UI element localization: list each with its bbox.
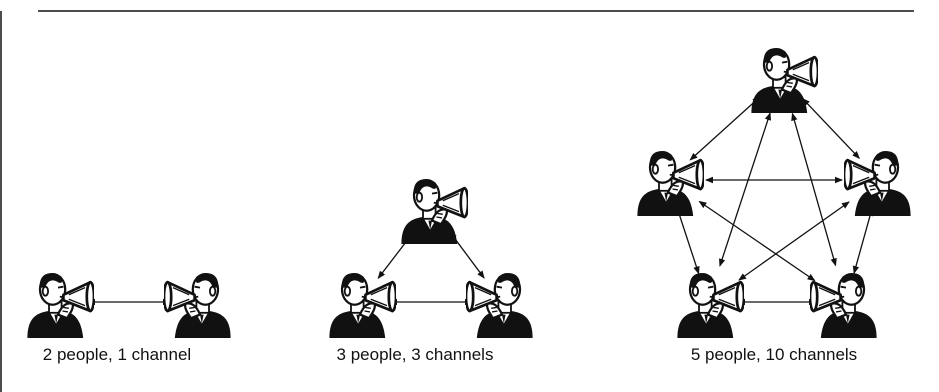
person-with-megaphone-icon [466, 271, 534, 338]
person-with-megaphone-icon [676, 271, 744, 338]
person-with-megaphone-icon [636, 149, 704, 216]
channel-arrow-2-2 [719, 112, 771, 267]
person-with-megaphone-icon [164, 271, 232, 338]
channel-arrow-2-0 [689, 96, 761, 161]
channel-arrow-2-6 [698, 200, 816, 282]
people-figures [26, 46, 912, 338]
channel-arrow-2-7 [738, 201, 850, 281]
person-with-megaphone-icon [750, 46, 818, 113]
person-with-megaphone-icon [400, 177, 468, 244]
channel-arrow-2-3 [791, 112, 837, 267]
caption-two-people: 2 people, 1 channel [42, 345, 192, 364]
person-with-megaphone-icon [810, 271, 878, 338]
person-with-megaphone-icon [26, 271, 94, 338]
channel-arrow-2-8 [852, 207, 874, 275]
channel-arrows [87, 96, 874, 306]
caption-five-people: 5 people, 10 channels [690, 345, 858, 364]
caption-three-people: 3 people, 3 channels [336, 345, 494, 364]
channel-arrow-2-5 [676, 207, 700, 275]
channel-arrow-2-1 [801, 98, 861, 159]
person-with-megaphone-icon [844, 149, 912, 216]
person-with-megaphone-icon [328, 271, 396, 338]
